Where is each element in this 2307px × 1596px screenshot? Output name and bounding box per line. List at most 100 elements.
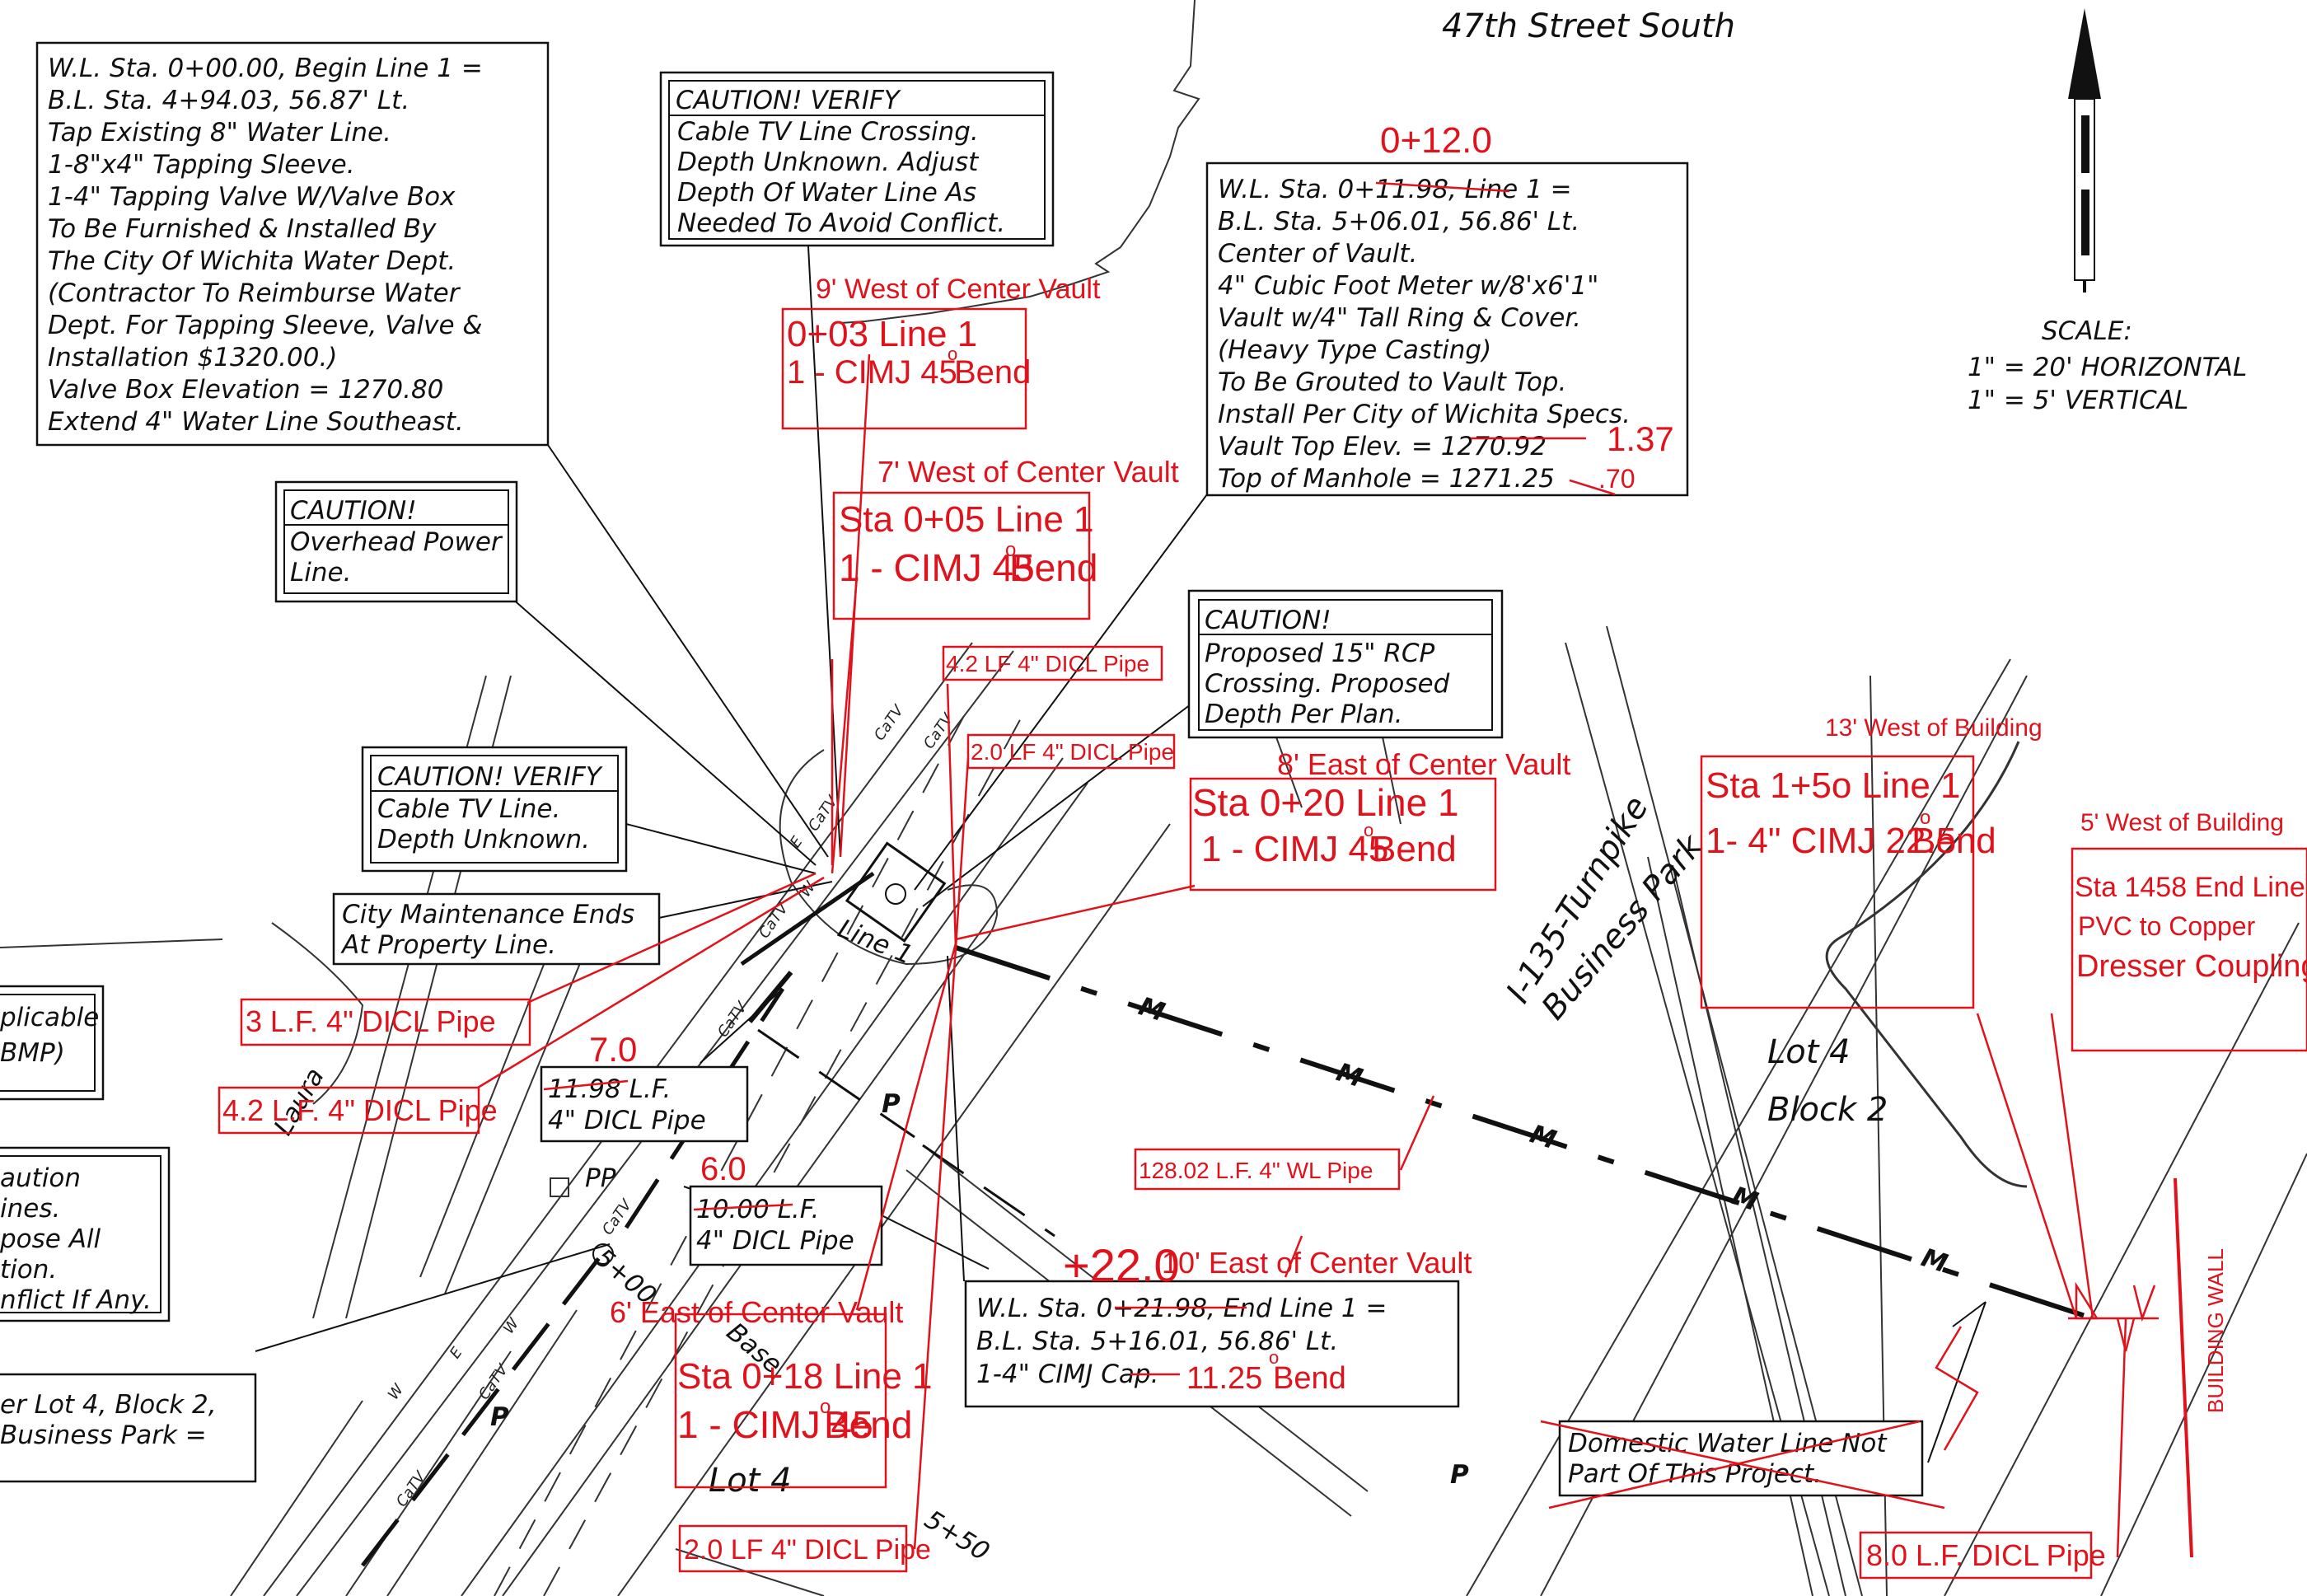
symbol-p-3: P bbox=[1450, 1460, 1469, 1490]
symbol-p-2: P bbox=[490, 1402, 509, 1432]
box-003-line1: 0+03 Line 1 bbox=[787, 314, 977, 354]
north-arrow-icon bbox=[2068, 8, 2101, 293]
caution-cable-line-title: CAUTION! VERIFY bbox=[377, 762, 603, 792]
caution-power-title: CAUTION! bbox=[290, 496, 417, 526]
w-label-2: W bbox=[500, 1314, 523, 1337]
caution-rcp-line-0: Proposed 15" RCP bbox=[1205, 639, 1435, 668]
end-bend-deg: o bbox=[1269, 1347, 1279, 1368]
caution-cable-crossing-line-3: Needed To Avoid Conflict. bbox=[677, 208, 1005, 238]
west13-label: 13' West of Building bbox=[1825, 714, 2043, 742]
caution-cable-crossing-title: CAUTION! VERIFY bbox=[676, 86, 901, 115]
caution-cable-line-line-1: Depth Unknown. bbox=[377, 825, 590, 854]
partial-lot-0: er Lot 4, Block 2, bbox=[0, 1390, 217, 1420]
red-box-pipe-42-left bbox=[218, 1086, 480, 1135]
vault-station-correction: 0+12.0 bbox=[1380, 120, 1492, 161]
caution-cable-crossing-line-2: Depth Of Water Line As bbox=[677, 178, 976, 208]
caution-cable-line: CAUTION! VERIFY Cable TV Line. Depth Unk… bbox=[361, 746, 628, 873]
note-pipe-a-line-0: 11.98 L.F. bbox=[548, 1074, 671, 1104]
note-vault-line-0: W.L. Sta. 0+11.98, Line 1 = bbox=[1218, 175, 1572, 204]
caution-rcp: CAUTION! Proposed 15" RCP Crossing. Prop… bbox=[1187, 589, 1504, 739]
note-begin-line-11: Extend 4" Water Line Southeast. bbox=[48, 407, 464, 437]
box-005-line2: 1 - CIMJ 45 bbox=[839, 546, 1035, 589]
symbol-m-2: M bbox=[1333, 1057, 1367, 1093]
note-vault-line-2: Center of Vault. bbox=[1218, 239, 1417, 269]
caution-power: CAUTION! Overhead Power Line. bbox=[274, 480, 518, 603]
red-box-pipe-3lf bbox=[240, 998, 531, 1046]
partial-caution-4: nflict If Any. bbox=[0, 1285, 152, 1315]
east8-label: 8' East of Center Vault bbox=[1277, 747, 1570, 781]
end-station-correction: +22.0 bbox=[1063, 1239, 1180, 1291]
lot4-label: Lot 4 bbox=[1767, 1033, 1851, 1071]
partial-applicable-0: plicable bbox=[0, 1003, 99, 1032]
note-domestic-line-0: Domestic Water Line Not bbox=[1568, 1429, 1888, 1458]
note-vault-line-3: 4" Cubic Foot Meter w/8'x6'1" bbox=[1218, 271, 1598, 301]
box-018-bend: Bend bbox=[824, 1403, 912, 1446]
valve-symbol bbox=[592, 1243, 614, 1265]
west5-label: 5' West of Building bbox=[2080, 809, 2284, 836]
pipe-20-top: 2.0 LF 4" DICL Pipe bbox=[971, 739, 1174, 765]
note-begin-line-1: B.L. Sta. 4+94.03, 56.87' Lt. bbox=[48, 86, 409, 115]
note-end-line: W.L. Sta. 0+21.98, End Line 1 = B.L. Sta… bbox=[964, 1280, 1460, 1408]
west7-label: 7' West of Center Vault bbox=[877, 455, 1179, 489]
manhole-correction: .70 bbox=[1598, 464, 1635, 494]
box-150-line2: 1- 4" CIMJ 22.5 bbox=[1706, 821, 1956, 861]
box-end-line3: Dresser Coupling bbox=[2076, 949, 2307, 984]
pipe-80: 8.0 L.F. DICL Pipe bbox=[1866, 1538, 2106, 1572]
box-005-bend: Bend bbox=[1009, 546, 1097, 589]
note-vault-line-8: Vault Top Elev. = 1270.92 bbox=[1218, 432, 1547, 461]
pipe-20-bottom: 2.0 LF 4" DICL Pipe bbox=[684, 1534, 931, 1566]
box-020-line1: Sta 0+20 Line 1 bbox=[1192, 781, 1459, 824]
note-begin-line-0: W.L. Sta. 0+00.00, Begin Line 1 = bbox=[48, 54, 483, 83]
note-vault-line-1: B.L. Sta. 5+06.01, 56.86' Lt. bbox=[1218, 207, 1579, 236]
pipe-42-top: 4.2 LF 4" DICL Pipe bbox=[946, 651, 1149, 676]
note-end-line-line-2: 1-4" CIMJ Cap. bbox=[976, 1360, 1158, 1389]
box-150-deg: o bbox=[1920, 807, 1930, 829]
red-box-pipe-80 bbox=[1859, 1531, 2093, 1580]
red-box-pipe-20-bottom bbox=[678, 1524, 908, 1573]
partial-caution-3: tion. bbox=[0, 1255, 57, 1285]
note-end-line-line-1: B.L. Sta. 5+16.01, 56.86' Lt. bbox=[976, 1327, 1338, 1356]
note-vault-line-6: To Be Grouted to Vault Top. bbox=[1218, 367, 1566, 397]
red-box-020 bbox=[1189, 777, 1497, 892]
box-end-line2: PVC to Copper bbox=[2078, 911, 2256, 941]
note-begin-line-5: To Be Furnished & Installed By bbox=[48, 214, 437, 244]
catv-label-6: CaTV bbox=[599, 1196, 636, 1238]
red-boxes bbox=[218, 307, 2307, 1580]
e-label-1: E bbox=[447, 1344, 466, 1362]
caution-rcp-line-2: Depth Per Plan. bbox=[1205, 700, 1402, 729]
red-box-018 bbox=[674, 1313, 887, 1489]
symbol-m-3: M bbox=[1527, 1119, 1561, 1155]
box-020-line2: 1 - CIMJ 45 bbox=[1201, 829, 1388, 869]
box-018-line1: Sta 0+18 Line 1 bbox=[677, 1356, 932, 1397]
caution-cable-line-line-0: Cable TV Line. bbox=[377, 794, 560, 824]
note-pipe-b: 10.00 L.F. 4" DICL Pipe bbox=[689, 1185, 883, 1266]
line1-label: Line 1 bbox=[834, 914, 917, 971]
partial-caution-2: pose All bbox=[0, 1224, 101, 1254]
box-020-bend: Bend bbox=[1372, 829, 1457, 869]
symbol-m-1: M bbox=[1135, 991, 1169, 1027]
pp-label: PP bbox=[585, 1163, 616, 1193]
note-begin-line-2: Tap Existing 8" Water Line. bbox=[48, 118, 391, 147]
partial-caution-0: aution bbox=[0, 1163, 81, 1193]
water-line-1 bbox=[361, 871, 2094, 1567]
note-begin-line-3: 1-8"x4" Tapping Sleeve. bbox=[48, 150, 355, 180]
lot4-lower-label: Lot 4 bbox=[709, 1462, 792, 1500]
box-end-line1: Sta 1458 End Line 1 bbox=[2075, 872, 2307, 903]
caution-rcp-line-1: Crossing. Proposed bbox=[1205, 669, 1450, 699]
block2-label: Block 2 bbox=[1767, 1091, 1888, 1129]
note-vault-line-7: Install Per City of Wichita Specs. bbox=[1218, 400, 1631, 429]
note-begin-line-8: Dept. For Tapping Sleeve, Valve & bbox=[48, 311, 483, 340]
scale-block: SCALE: 1" = 20' HORIZONTAL 1" = 5' VERTI… bbox=[1968, 316, 2247, 415]
left-partial-notes: plicable BMP) aution ines. pose All tion… bbox=[0, 985, 257, 1483]
catv-label-4: CaTV bbox=[756, 899, 793, 942]
red-box-pipe-42-top bbox=[942, 645, 1163, 681]
box-018-line2: 1 - CIMJ 45 bbox=[677, 1403, 873, 1446]
red-box-end bbox=[2071, 847, 2307, 1052]
scale-vertical: 1" = 5' VERTICAL bbox=[1968, 386, 2188, 415]
caution-rcp-title: CAUTION! bbox=[1205, 606, 1331, 635]
box-018-deg: o bbox=[820, 1396, 831, 1418]
symbol-m-5: M bbox=[1918, 1243, 1952, 1279]
building-wall-label: BUILDING WALL bbox=[2203, 1248, 2228, 1413]
east10-label: 10' East of Center Vault bbox=[1162, 1246, 1472, 1280]
